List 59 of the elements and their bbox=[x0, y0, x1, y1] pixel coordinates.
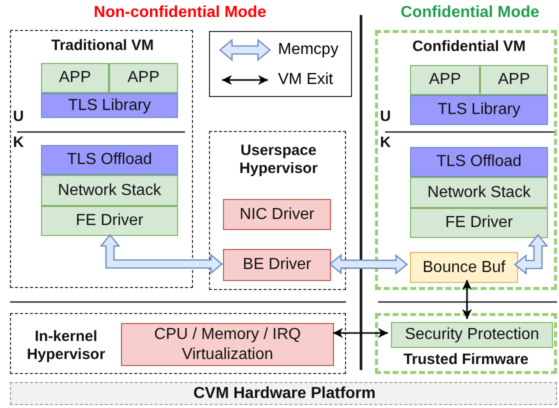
box-label: Security Protection bbox=[404, 325, 540, 345]
container-heading: CVM Hardware Platform bbox=[192, 384, 377, 404]
confidential-vm-container bbox=[375, 30, 557, 290]
mode-title: Non-confidential Mode bbox=[94, 4, 266, 22]
box-label: BE Driver bbox=[242, 255, 312, 275]
box-label: NIC Driver bbox=[240, 204, 314, 224]
box-label: CPU / Memory / IRQ Virtualization bbox=[153, 325, 302, 364]
mode-title: Confidential Mode bbox=[400, 4, 540, 22]
component-box bbox=[41, 175, 178, 206]
memcpy-arrow bbox=[328, 254, 408, 275]
box-label: TLS Library bbox=[68, 96, 151, 116]
box-label: APP bbox=[428, 70, 461, 90]
buffer-box bbox=[410, 252, 518, 283]
user-space-marker: U bbox=[380, 108, 391, 125]
box-label: TLS Offload bbox=[436, 152, 522, 172]
driver-box bbox=[223, 249, 331, 281]
box-label: APP bbox=[58, 68, 91, 88]
tls-box bbox=[41, 145, 178, 175]
kernel-space-marker: K bbox=[380, 134, 391, 151]
component-box bbox=[410, 208, 548, 238]
vm-exit-arrow bbox=[333, 328, 388, 338]
container-heading: Traditional VM bbox=[50, 37, 155, 55]
vm-container bbox=[10, 30, 193, 288]
hypervisor-container bbox=[209, 131, 346, 290]
container-heading: In-kernel Hypervisor bbox=[26, 328, 106, 364]
box-label: FE Driver bbox=[445, 213, 513, 233]
legend-label: Memcpy bbox=[278, 41, 338, 59]
component-box bbox=[41, 206, 178, 236]
container-heading: Userspace Hypervisor bbox=[238, 142, 319, 178]
box-label: Network Stack bbox=[58, 180, 162, 200]
vm-exit-arrow bbox=[462, 280, 472, 319]
container-heading: Confidential VM bbox=[411, 38, 527, 56]
component-box bbox=[410, 65, 480, 95]
component-box bbox=[41, 63, 109, 93]
hardware-platform-bar bbox=[10, 382, 557, 405]
tls-box bbox=[41, 93, 178, 118]
container-heading: Trusted Firmware bbox=[402, 351, 530, 369]
user-space-marker: U bbox=[13, 108, 24, 125]
tls-box bbox=[410, 147, 548, 177]
memcpy-arrow bbox=[514, 234, 548, 275]
legend-label: VM Exit bbox=[278, 71, 334, 89]
firmware-container bbox=[375, 313, 557, 374]
memcpy-arrow bbox=[100, 234, 224, 274]
box-label: Network Stack bbox=[427, 182, 531, 202]
driver-box bbox=[121, 323, 334, 366]
component-box bbox=[410, 177, 548, 208]
component-box bbox=[109, 63, 178, 93]
box-label: TLS Library bbox=[438, 100, 520, 120]
box-label: FE Driver bbox=[76, 211, 144, 231]
kernel-space-marker: K bbox=[13, 134, 24, 151]
box-label: Bounce Buf bbox=[422, 258, 506, 278]
component-box bbox=[391, 322, 553, 348]
box-label: TLS Offload bbox=[66, 150, 152, 170]
driver-box bbox=[223, 199, 331, 230]
component-box bbox=[480, 65, 548, 95]
box-label: APP bbox=[127, 68, 160, 88]
hypervisor-container bbox=[10, 313, 346, 374]
tls-box bbox=[410, 95, 548, 125]
box-label: APP bbox=[498, 70, 530, 90]
